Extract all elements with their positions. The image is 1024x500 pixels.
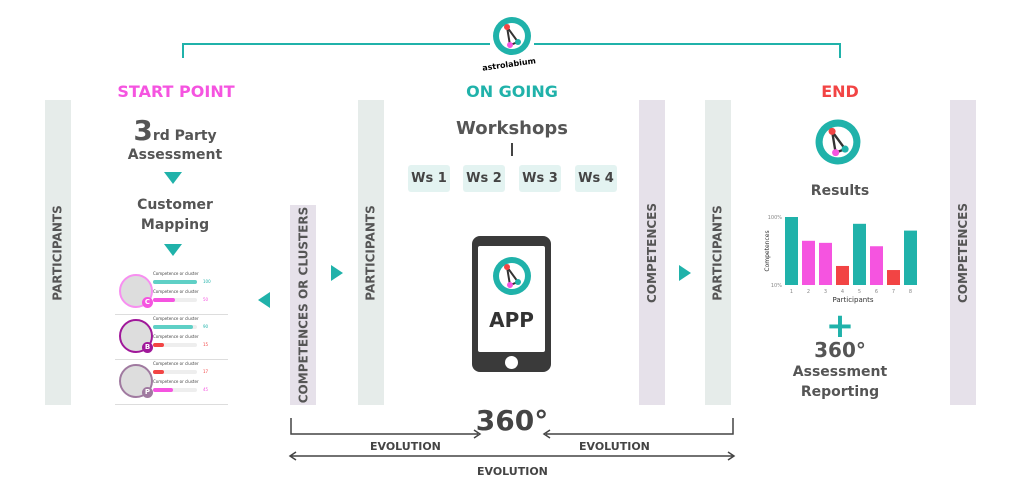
assessment-label: Assessment [792, 364, 888, 380]
chart-bar [887, 270, 900, 285]
y-tick-label: 10% [771, 283, 782, 289]
third-number: 3 [133, 114, 153, 147]
x-tick-label: 8 [909, 289, 912, 295]
workshop-3: Ws 3 [519, 165, 561, 192]
reporting-label: Reporting [800, 384, 880, 400]
center-360-label: 360° [475, 404, 549, 437]
phone-icon: APP [472, 236, 551, 372]
x-axis-label: Participants [832, 296, 873, 304]
x-tick-label: 5 [858, 289, 861, 295]
workshop-2: Ws 2 [463, 165, 505, 192]
arrow-down-icon [164, 244, 182, 256]
mapping-label: Mapping [140, 217, 210, 233]
app-label: APP [489, 308, 534, 332]
x-tick-label: 6 [875, 289, 878, 295]
y-axis-label: Competences [764, 230, 771, 271]
evolution-right-label: EVOLUTION [579, 440, 650, 453]
x-tick-label: 4 [841, 289, 844, 295]
plus-icon: + [825, 306, 855, 346]
x-tick-label: 3 [824, 289, 827, 295]
chart-bar [785, 217, 798, 285]
heading-ongoing: ON GOING [466, 82, 558, 101]
workshop-1: Ws 1 [408, 165, 450, 192]
competences-bar: COMPETENCES [639, 100, 665, 405]
app-logo-icon [493, 257, 531, 295]
competence-bar [153, 298, 197, 302]
participant-card: B Competence or cluster 90 Competence or… [115, 315, 228, 360]
workshop-4: Ws 4 [575, 165, 617, 192]
competence-value: 50 [203, 297, 209, 302]
heading-start-point: START POINT [117, 82, 235, 101]
avatar: C [119, 274, 153, 308]
bar-label: PARTICIPANTS [364, 204, 378, 301]
bar-label: COMPETENCES [645, 202, 660, 303]
arrow-right-icon [331, 265, 343, 281]
arrow-down-icon [164, 172, 182, 184]
chart-bar [802, 240, 815, 285]
results-label: Results [810, 183, 870, 199]
competence-value: 15 [203, 342, 209, 347]
participants-bar: PARTICIPANTS [705, 100, 731, 405]
avatar-letter: P [142, 387, 153, 398]
avatar: P [119, 364, 153, 398]
end-360-label: 360° [814, 338, 866, 362]
chart-bar [819, 242, 832, 285]
workshops-title: Workshops [456, 118, 568, 139]
x-tick-label: 1 [790, 289, 793, 295]
results-bar-chart: 1 2 3 4 5 6 7 8 100% 10% Participants Competences [764, 215, 917, 304]
chart-bar [870, 246, 883, 285]
competence-label: Competence or cluster [153, 271, 199, 276]
third-party-text: rd Party [152, 128, 217, 144]
results-logo-icon [815, 119, 861, 165]
competence-label: Competence or cluster [153, 316, 199, 321]
competences-clusters-bar: COMPETENCES OR CLUSTERS [290, 205, 316, 405]
competence-value: 90 [203, 324, 209, 329]
bar-label: COMPETENCES [956, 202, 971, 303]
participant-card: C Competence or cluster 100 Competence o… [115, 270, 228, 315]
competence-bar [153, 325, 197, 329]
assessment-label: Assessment [127, 147, 223, 163]
participants-bar: PARTICIPANTS [45, 100, 71, 405]
customer-label: Customer [137, 197, 213, 213]
competence-value: 17 [203, 369, 209, 374]
evolution-left-label: EVOLUTION [370, 440, 441, 453]
chart-bar [853, 223, 866, 285]
avatar-letter: C [142, 297, 153, 308]
astrolabium-logo-icon [493, 17, 531, 55]
x-tick-label: 7 [892, 289, 895, 295]
competence-label: Competence or cluster [153, 379, 199, 384]
competence-bar [153, 343, 197, 347]
competence-value: 100 [203, 279, 211, 284]
competences-bar: COMPETENCES [950, 100, 976, 405]
arrow-right-icon [679, 265, 691, 281]
avatar: B [119, 319, 153, 353]
third-party-title: 3rd Party [100, 114, 250, 147]
competence-label: Competence or cluster [153, 334, 199, 339]
x-tick-label: 2 [807, 289, 810, 295]
participants-bar: PARTICIPANTS [358, 100, 384, 405]
evolution-bottom-label: EVOLUTION [477, 465, 548, 478]
competence-value: 45 [203, 387, 209, 392]
competence-bar [153, 370, 197, 374]
arrow-left-icon [258, 292, 270, 308]
competence-bar [153, 388, 197, 392]
participant-card: P Competence or cluster 17 Competence or… [115, 360, 228, 405]
y-tick-label: 100% [768, 215, 783, 221]
competence-label: Competence or cluster [153, 361, 199, 366]
competence-bar [153, 280, 197, 284]
heading-end: END [821, 82, 859, 101]
bar-label: PARTICIPANTS [711, 204, 725, 301]
competence-label: Competence or cluster [153, 289, 199, 294]
bar-label: PARTICIPANTS [51, 204, 65, 301]
avatar-letter: B [142, 342, 153, 353]
bar-label: COMPETENCES OR CLUSTERS [296, 206, 310, 404]
chart-bar [904, 230, 917, 285]
chart-bar [836, 265, 849, 285]
